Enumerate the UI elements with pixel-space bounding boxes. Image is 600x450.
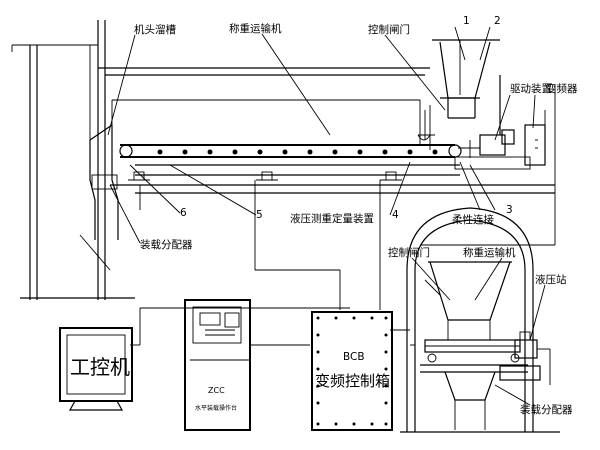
label-drive-unit: 驱动装置	[510, 82, 552, 95]
shaft-structure	[11, 20, 135, 300]
label-head-chute: 机头溜槽	[134, 23, 176, 36]
label-num-3: 3	[506, 204, 513, 216]
label-num-1: 1	[463, 15, 470, 27]
label-bcb: BCB	[343, 351, 365, 363]
label-num-4: 4	[392, 209, 399, 221]
zcc-console	[184, 299, 251, 431]
bcb-cabinet	[311, 311, 393, 431]
text-labels: 机头溜槽 称重运输机 控制闸门 1 2 驱动装置 变频器 柔性连接 3 4 5 …	[70, 15, 578, 416]
label-weighing-conveyor-top: 称重运输机	[229, 22, 282, 35]
weighing-conveyor	[119, 144, 462, 181]
loading-station	[400, 207, 560, 433]
label-loading-distributor-left: 装载分配器	[140, 238, 193, 251]
label-num-5: 5	[256, 209, 263, 221]
label-hydraulic-station: 液压站	[535, 273, 567, 286]
load-cells	[128, 171, 402, 181]
conveyor-rollers	[157, 149, 438, 155]
label-inverter: 变频器	[546, 82, 578, 95]
industrial-pc-monitor	[59, 327, 133, 411]
label-zcc: ZCC	[208, 386, 225, 395]
label-hydraulic-positioning: 液压测重定量装置	[290, 212, 374, 225]
top-frame	[98, 67, 430, 125]
label-control-gate-top: 控制闸门	[368, 23, 410, 36]
label-num-2: 2	[494, 15, 501, 27]
leader-lines	[107, 26, 536, 244]
hopper	[417, 39, 500, 150]
label-ipc: 工控机	[70, 355, 130, 379]
drive-unit	[454, 129, 531, 170]
label-num-6: 6	[180, 207, 187, 219]
label-control-gate-bottom: 控制闸门	[388, 246, 430, 259]
label-loading-distributor-bottom: 装载分配器	[520, 403, 573, 416]
label-zcc-sub: 水平装载操作台	[195, 404, 237, 412]
cabinet-bolts	[316, 316, 388, 426]
inverter-cabinet	[524, 85, 556, 200]
label-weighing-conveyor-bottom: 称重运输机	[463, 246, 516, 259]
label-flexible-connection: 柔性连接	[452, 213, 494, 226]
label-inverter-box: 变频控制箱	[315, 372, 390, 390]
